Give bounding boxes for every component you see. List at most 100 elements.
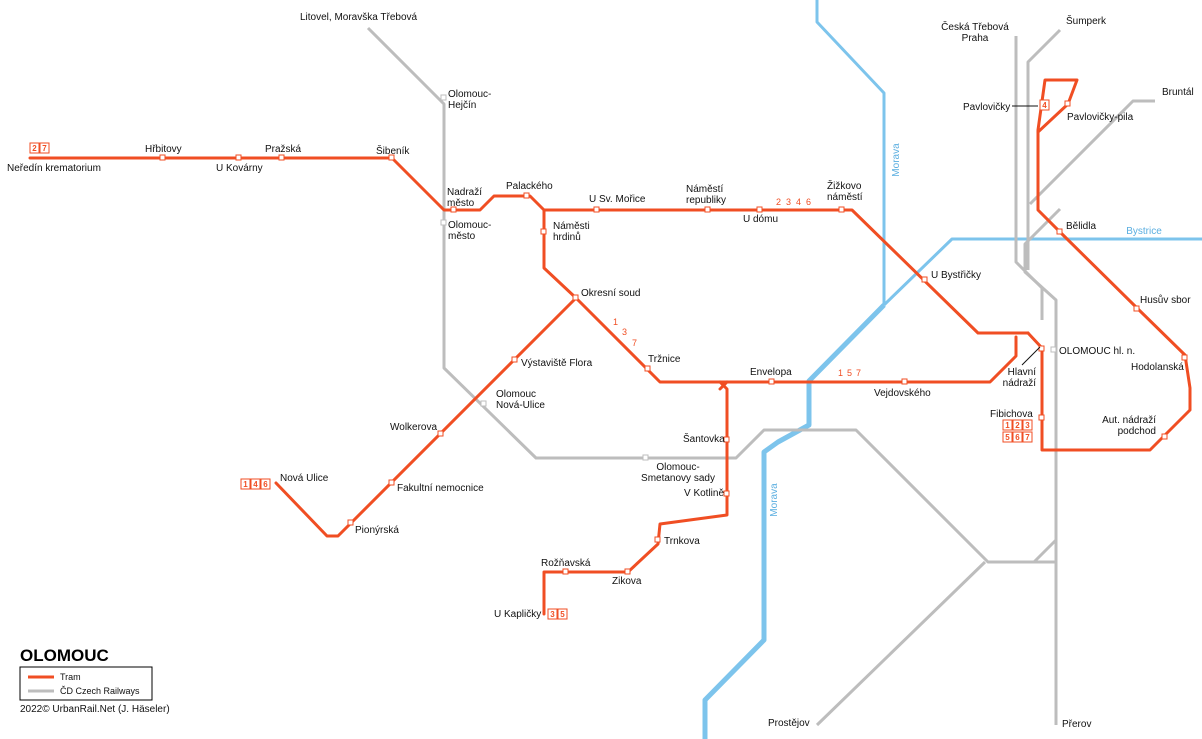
stop-vejdovskeho[interactable] bbox=[901, 378, 908, 385]
stop-u-sv-morice[interactable] bbox=[593, 206, 600, 213]
stop-trnkova[interactable] bbox=[654, 536, 661, 543]
tram-stop-label-vystaviste-line: Výstaviště Flora bbox=[521, 358, 593, 369]
rail-station-label-smetanovy-sady: Olomouc-Smetanovy sady bbox=[641, 462, 715, 484]
badge-number-fibichova-b-6: 6 bbox=[1015, 433, 1020, 442]
tram-stop-label-hodolanska-line: Hodolanská bbox=[1131, 362, 1184, 373]
badge-number-neredin-7: 7 bbox=[42, 144, 47, 153]
route-number-upper-6: 6 bbox=[806, 197, 811, 207]
badge-number-nova-ulice-6: 6 bbox=[263, 480, 268, 489]
rail-destination-label-ceska-trebova-line: Česká Třebová bbox=[941, 20, 1009, 33]
stop-nadrazi-mesto[interactable] bbox=[450, 206, 457, 213]
rail-stop-nova-ulice[interactable] bbox=[480, 400, 487, 407]
stop-namesti-republiky[interactable] bbox=[704, 206, 711, 213]
tram-stop-label-vejdovskeho: Vejdovského bbox=[874, 388, 931, 399]
stop-palackeho[interactable] bbox=[523, 192, 530, 199]
tram-stop-label-u-domu: U dómu bbox=[743, 214, 778, 225]
tram-stop-label-u-kovarny: U Kovárny bbox=[216, 163, 263, 174]
rail-stop-hejcin[interactable] bbox=[440, 94, 447, 101]
badge-box-u-kaplicky-5 bbox=[557, 608, 568, 620]
tram-stop-label-husuv-sbor: Husův sbor bbox=[1140, 294, 1191, 306]
tram-stop-label-roznavska: Rožňavská bbox=[541, 558, 591, 569]
tram-stop-label-okresni-soud: Okresní soud bbox=[581, 288, 640, 299]
rail-stop-hl-n[interactable] bbox=[1050, 346, 1057, 353]
stop-okresni-soud[interactable] bbox=[572, 294, 579, 301]
stop-sibenik[interactable] bbox=[388, 154, 395, 161]
legend: Tram ČD Czech Railways bbox=[19, 666, 153, 701]
rail-stop-olomouc-mesto[interactable] bbox=[440, 219, 447, 226]
rail-station-label-hl-n: OLOMOUC hl. n. bbox=[1059, 346, 1135, 357]
rail-stop-smetanovy-sady[interactable] bbox=[642, 454, 649, 461]
badge-box-fibichova-a-2 bbox=[1012, 419, 1023, 431]
badge-number-nova-ulice-4: 4 bbox=[253, 480, 258, 489]
rail-station-label-olomouc-mesto-line: Olomouc- bbox=[448, 220, 491, 231]
rail-station-label-nova-ulice-rail-line: Olomouc bbox=[496, 389, 536, 400]
tram-stop-label-zikova-line: Zikova bbox=[612, 576, 642, 587]
tram-stop-label-u-domu-line: U dómu bbox=[743, 214, 778, 225]
stop-belidla[interactable] bbox=[1056, 228, 1063, 235]
rail-sumperk bbox=[1026, 28, 1062, 270]
credit-text: 2022© UrbanRail.Net (J. Häseler) bbox=[20, 704, 170, 715]
tram-stop-label-zikova: Zikova bbox=[612, 576, 642, 587]
stop-fibichova[interactable] bbox=[1038, 414, 1045, 421]
stop-zikova[interactable] bbox=[624, 568, 631, 575]
tram-stop-label-neredin: Neředín krematorium bbox=[7, 163, 101, 174]
tram-stop-label-pavlovicky-pila-line: Pavlovičky-pila bbox=[1067, 112, 1134, 123]
tram-stop-label-namesti-hrdinu-line: hrdinů bbox=[553, 231, 581, 243]
stop-aut-nadrazi[interactable] bbox=[1161, 433, 1168, 440]
stop-v-kotline[interactable] bbox=[723, 490, 730, 497]
stop-hodolanska[interactable] bbox=[1181, 354, 1188, 361]
stop-pavlovicky-pila[interactable] bbox=[1064, 100, 1071, 107]
rail-destination-label-prerov: Přerov bbox=[1062, 719, 1091, 730]
rail-ceska-trebova bbox=[1014, 36, 1044, 290]
rail-station-label-smetanovy-sady-line: Smetanovy sady bbox=[641, 473, 715, 484]
tram-stop-label-zizkovo-line: náměstí bbox=[827, 192, 863, 203]
tram-stop-label-zizkovo-line: Žižkovo bbox=[827, 179, 862, 192]
badge-box-nova-ulice-1 bbox=[240, 478, 251, 490]
stop-envelopa[interactable] bbox=[768, 378, 775, 385]
stop-u-kovarny[interactable] bbox=[235, 154, 242, 161]
stop-vystaviste[interactable] bbox=[511, 356, 518, 363]
stop-u-bystricky[interactable] bbox=[921, 276, 928, 283]
stop-fakultni[interactable] bbox=[388, 479, 395, 486]
tram-stop-label-husuv-sbor-line: Husův sbor bbox=[1140, 294, 1191, 306]
stop-pionyrska[interactable] bbox=[347, 519, 354, 526]
badge-number-fibichova-a-2: 2 bbox=[1015, 421, 1020, 430]
tram-stop-label-envelopa: Envelopa bbox=[750, 367, 792, 378]
stop-trznice[interactable] bbox=[644, 365, 651, 372]
tram-stop-label-vejdovskeho-line: Vejdovského bbox=[874, 388, 931, 399]
map-title: OLOMOUC bbox=[20, 646, 109, 665]
tram-stop-label-u-bystricky: U Bystřičky bbox=[931, 270, 981, 281]
tram-stop-label-v-kotline: V Kotlině bbox=[684, 488, 724, 499]
tram-stop-label-namesti-republiky-line: republiky bbox=[686, 195, 726, 206]
tram-stop-label-envelopa-line: Envelopa bbox=[750, 367, 792, 378]
tram-center-south bbox=[542, 208, 1018, 384]
stop-santovka[interactable] bbox=[723, 436, 730, 443]
tram-stop-label-nadrazi-mesto-line: Nadraží bbox=[447, 187, 482, 198]
river-label-morava-1: Morava bbox=[769, 483, 780, 517]
stop-zizkovo[interactable] bbox=[838, 206, 845, 213]
rail-destination-label-litovel-line: Litovel, Moravška Třebová bbox=[300, 12, 418, 23]
stop-hrbitovy[interactable] bbox=[159, 154, 166, 161]
stop-prazska[interactable] bbox=[278, 154, 285, 161]
badge-number-pavlovicky-4: 4 bbox=[1042, 101, 1047, 110]
tram-stop-label-u-bystricky-line: U Bystřičky bbox=[931, 270, 981, 281]
stop-u-domu[interactable] bbox=[756, 206, 763, 213]
tram-stop-label-trznice: Tržnice bbox=[648, 354, 681, 365]
stop-wolkerova[interactable] bbox=[437, 430, 444, 437]
route-number-upper-3: 3 bbox=[786, 197, 791, 207]
stop-roznavska[interactable] bbox=[562, 568, 569, 575]
tram-stop-label-okresni-soud-line: Okresní soud bbox=[581, 288, 640, 299]
tram-kaplicky bbox=[542, 380, 729, 616]
badge-number-fibichova-a-1: 1 bbox=[1005, 421, 1010, 430]
rail-stops-layer bbox=[440, 94, 1057, 461]
rail-station-label-hejcin-line: Olomouc- bbox=[448, 89, 491, 100]
route-number-lower-1: 1 bbox=[838, 368, 843, 378]
tram-stop-label-u-sv-morice: U Sv. Mořice bbox=[589, 194, 646, 205]
rail-station-label-hejcin: Olomouc-Hejčín bbox=[448, 89, 491, 111]
stop-namesti-hrdinu[interactable] bbox=[540, 228, 547, 235]
river-morava-south bbox=[702, 303, 886, 739]
stop-husuv-sbor[interactable] bbox=[1133, 305, 1140, 312]
tram-stop-label-hrbitovy-line: Hřbitovy bbox=[145, 144, 182, 155]
